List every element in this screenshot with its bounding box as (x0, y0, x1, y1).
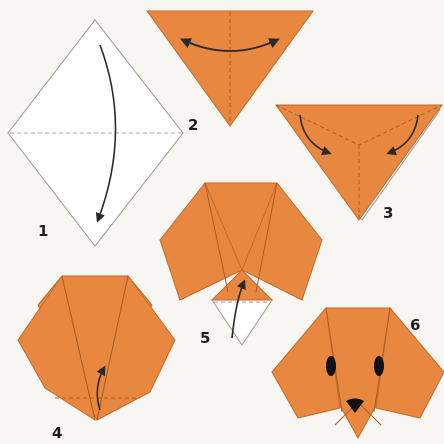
step-4-diagram: 4 (18, 276, 175, 442)
right-eye (374, 356, 384, 376)
step-number-1: 1 (38, 222, 48, 240)
step-number-4: 4 (52, 424, 62, 442)
step-number-6: 6 (410, 316, 420, 334)
step-number-2: 2 (188, 116, 198, 134)
step-3-diagram: 3 (276, 105, 442, 222)
step-number-5: 5 (200, 329, 210, 347)
step-1-diagram: 1 (8, 20, 183, 246)
step-6-diagram: 6 (272, 308, 444, 438)
step-5-diagram: 5 (160, 183, 322, 347)
white-flap (212, 300, 272, 345)
step-number-3: 3 (383, 204, 393, 222)
left-eye (326, 356, 336, 376)
